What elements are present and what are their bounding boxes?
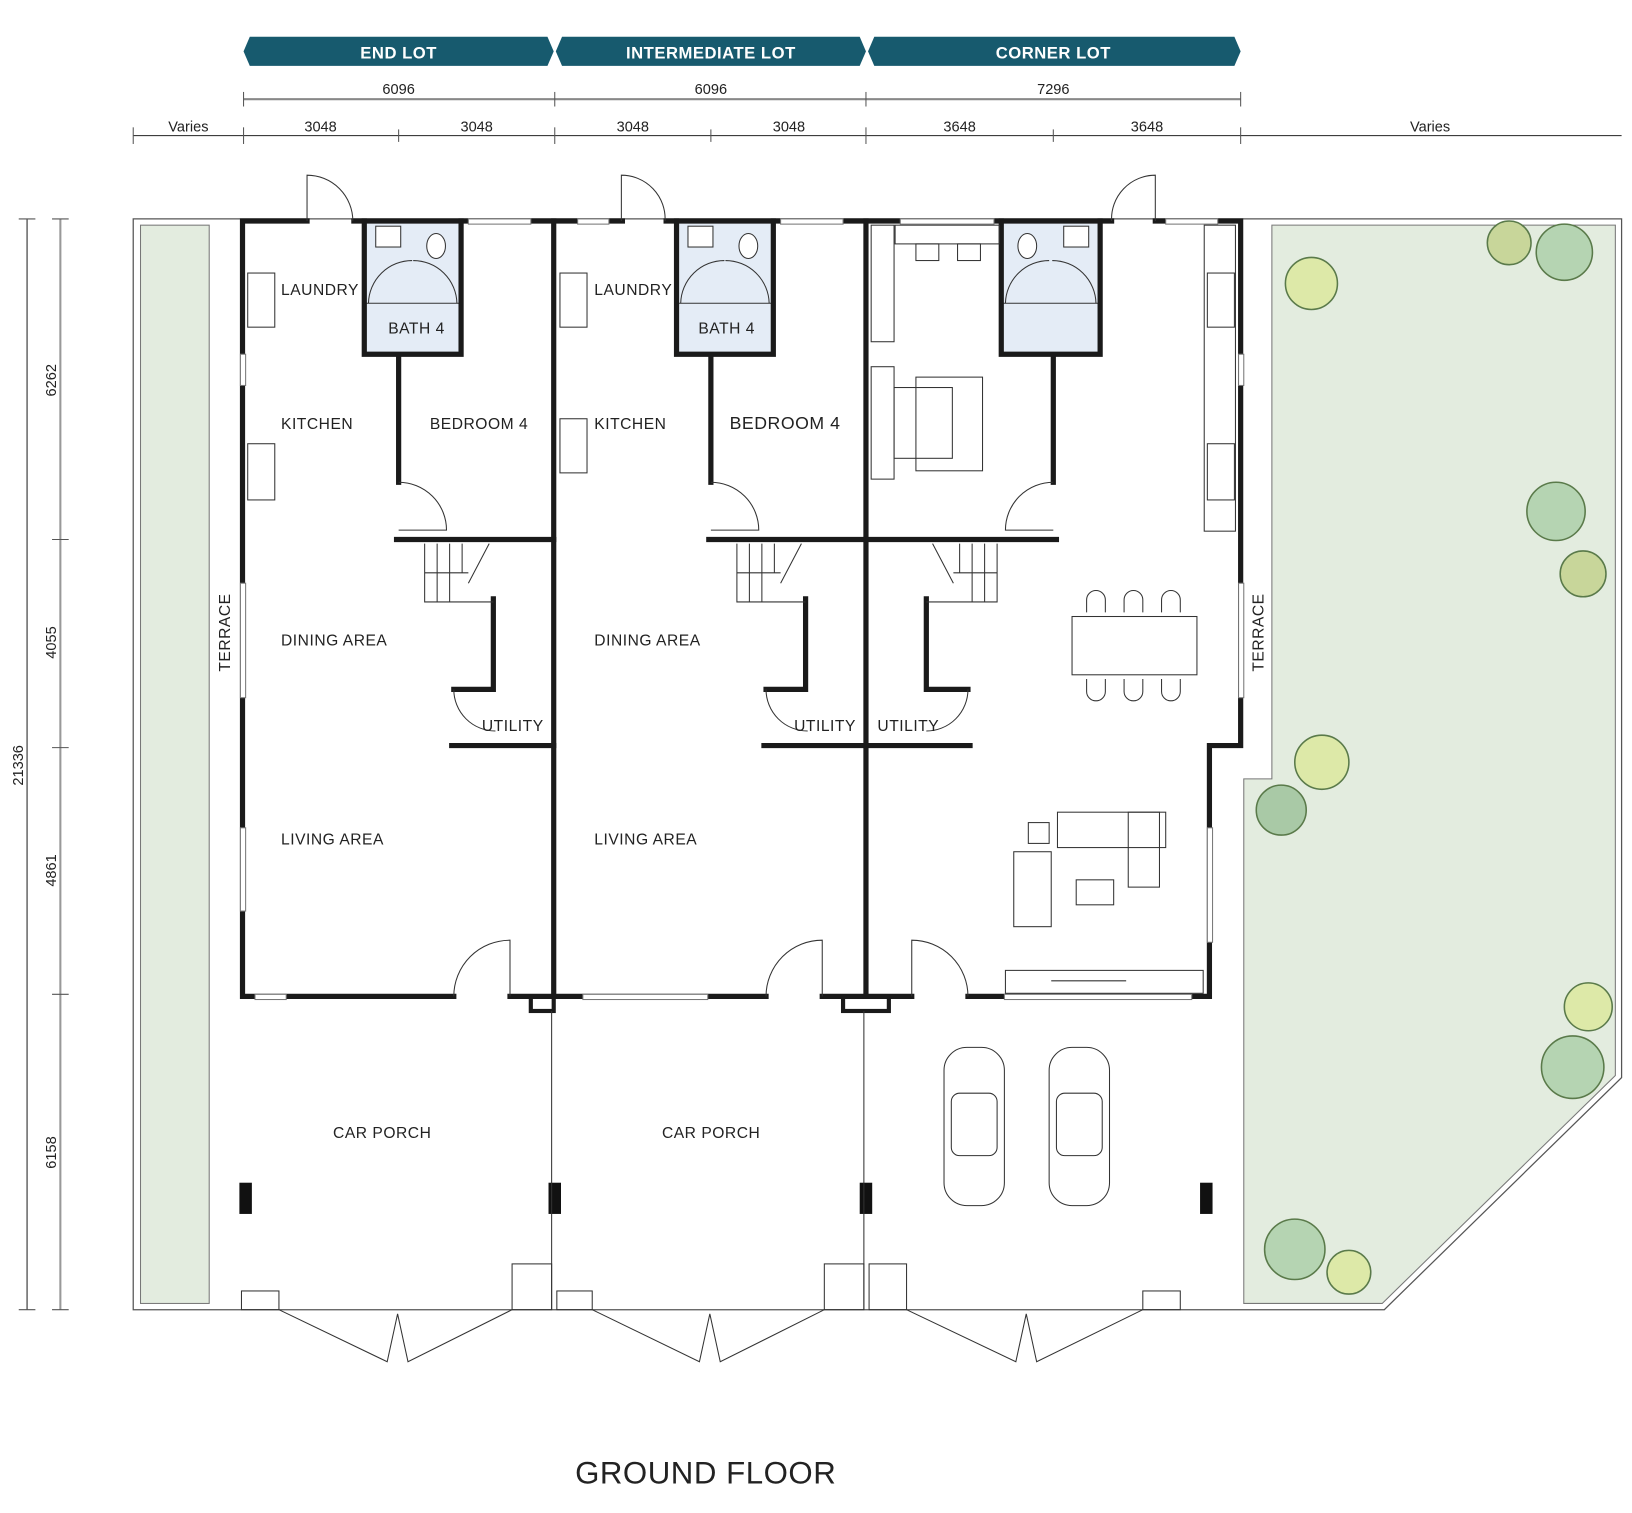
dim-end-half-1: 3048 [304, 119, 336, 135]
room-bath: BATH 4 [388, 320, 445, 337]
room-dining: DINING AREA [594, 633, 700, 650]
intermediate-lot-rooms: LAUNDRY BATH 4 KITCHEN BEDROOM 4 DINING … [594, 282, 856, 1142]
room-living: LIVING AREA [281, 831, 384, 848]
terrace-right-label: TERRACE [1251, 593, 1268, 671]
cars [943, 1046, 1111, 1207]
dim-intermediate-half-2: 3048 [773, 119, 805, 135]
dim-corner-half-1: 3648 [943, 119, 975, 135]
room-living: LIVING AREA [594, 831, 697, 848]
corner-room-utility: UTILITY [877, 718, 939, 735]
room-kitchen: KITCHEN [281, 416, 353, 433]
banner-corner-lot [868, 36, 1241, 66]
tree-icon [1263, 1218, 1326, 1281]
intermediate-lot-label: INTERMEDIATE LOT [626, 44, 796, 63]
room-utility: UTILITY [482, 718, 544, 735]
bathrooms [366, 223, 1099, 353]
tree-icon [1526, 481, 1586, 542]
dim-end-half-2: 3048 [460, 119, 492, 135]
terrace-left-label: TERRACE [217, 593, 234, 671]
corner-lot-label: CORNER LOT [996, 44, 1111, 63]
windows [239, 218, 1245, 1001]
dim-depth-2: 4055 [44, 626, 60, 658]
tree-icon [1255, 784, 1308, 836]
horizontal-dimensions: 6096 6096 7296 Varies 3048 3048 3048 304… [132, 82, 1622, 144]
tree-icon [1284, 256, 1339, 311]
lot-banners: END LOT INTERMEDIATE LOT CORNER LOT [243, 36, 1241, 66]
dim-right-varies: Varies [1410, 119, 1450, 135]
furniture [247, 224, 1236, 994]
tree-icon [1293, 734, 1350, 791]
room-utility: UTILITY [794, 718, 856, 735]
tree-icon [1326, 1249, 1372, 1295]
banner-end-lot [243, 36, 554, 66]
left-garden [139, 224, 210, 1304]
tree-icon [1563, 982, 1614, 1032]
dim-left-varies: Varies [168, 119, 208, 135]
staircases [424, 543, 998, 603]
tree-icon [1486, 220, 1532, 266]
trees [1255, 220, 1614, 1295]
doors [306, 174, 1156, 997]
floor-title: GROUND FLOOR [575, 1456, 836, 1491]
room-bath: BATH 4 [698, 320, 755, 337]
room-bedroom: BEDROOM 4 [730, 413, 841, 433]
dim-depth-1: 6262 [44, 364, 60, 396]
car-icon [1048, 1046, 1111, 1207]
room-bedroom: BEDROOM 4 [430, 416, 528, 433]
room-laundry: LAUNDRY [594, 282, 672, 299]
site [132, 218, 1623, 1311]
dim-depth-3: 4861 [44, 854, 60, 886]
tree-icon [1559, 550, 1607, 598]
room-car-porch: CAR PORCH [333, 1125, 431, 1142]
dim-intermediate-half-1: 3048 [617, 119, 649, 135]
room-kitchen: KITCHEN [594, 416, 666, 433]
dim-intermediate-lot-width: 6096 [695, 82, 727, 98]
end-lot-label: END LOT [360, 44, 437, 63]
room-car-porch: CAR PORCH [662, 1125, 760, 1142]
room-dining: DINING AREA [281, 633, 387, 650]
dim-depth-4: 6158 [44, 1136, 60, 1168]
right-garden [1243, 224, 1616, 1304]
dim-corner-lot-width: 7296 [1037, 82, 1069, 98]
banner-intermediate-lot [555, 36, 866, 66]
dim-corner-half-2: 3648 [1131, 119, 1163, 135]
room-laundry: LAUNDRY [281, 282, 359, 299]
tree-icon [1540, 1035, 1605, 1100]
vertical-dimensions: 21336 6262 4055 4861 6158 [11, 218, 69, 1311]
tree-icon [1535, 223, 1594, 282]
dim-end-lot-width: 6096 [382, 82, 414, 98]
dim-total-depth: 21336 [11, 745, 27, 786]
car-porch [239, 1010, 1213, 1363]
car-icon [943, 1046, 1005, 1207]
end-lot-rooms: LAUNDRY BATH 4 KITCHEN BEDROOM 4 DINING … [281, 282, 544, 1142]
